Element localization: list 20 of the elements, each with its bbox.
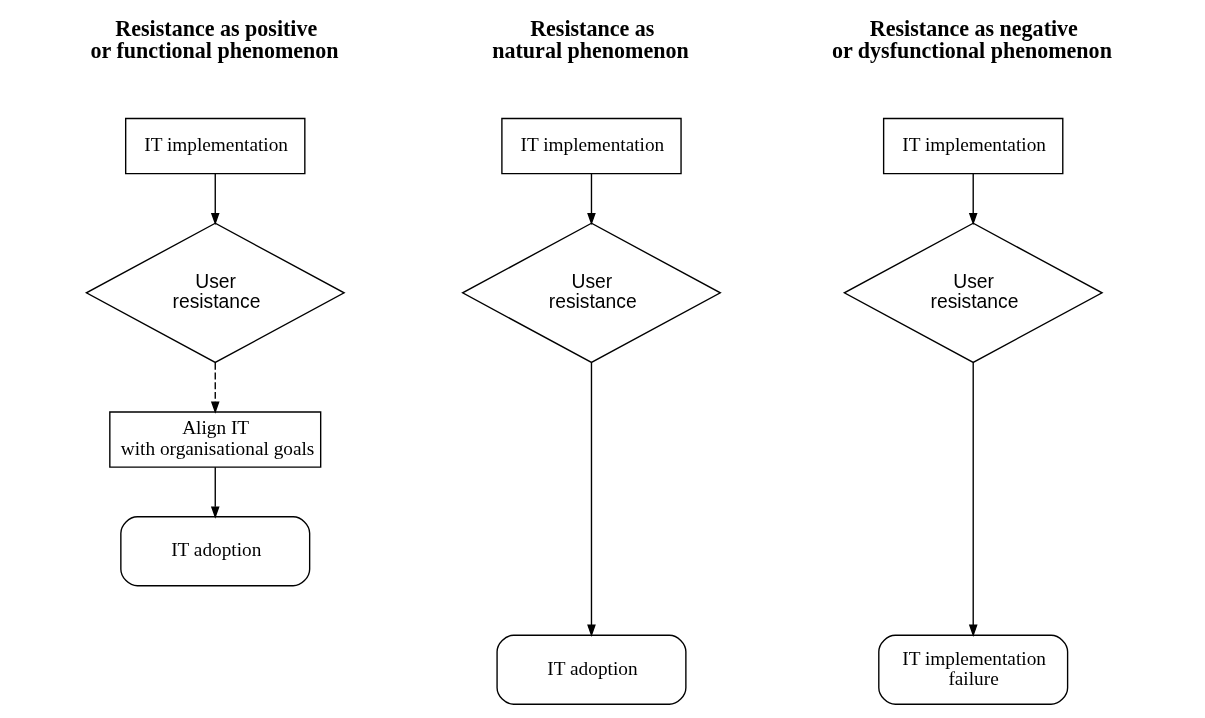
node-box: IT adoption [496, 634, 687, 705]
label: Resistance as negative or dysfunctional phenomenon [831, 15, 1112, 63]
node-diamond: User resistance [461, 222, 722, 364]
node-box: IT implementation [125, 117, 306, 175]
arrow [210, 466, 220, 519]
node-box: IT implementation [882, 117, 1064, 175]
node-box: IT adoption [120, 516, 311, 587]
node-box: Align IT with organisational goals [109, 411, 322, 468]
arrow [210, 173, 220, 226]
arrow [968, 173, 978, 226]
arrow [968, 362, 978, 637]
label: Resistance as positive or functional phenomenon [90, 15, 339, 63]
arrow [587, 173, 596, 226]
arrow [210, 362, 220, 414]
label: Resistance as natural phenomenon [492, 15, 689, 63]
node-diamond: User resistance [842, 222, 1104, 364]
node-box: IT implementation [501, 117, 682, 175]
node-diamond: User resistance [84, 222, 346, 364]
node-box: IT implementation failure [878, 634, 1069, 705]
arrow [587, 362, 596, 637]
